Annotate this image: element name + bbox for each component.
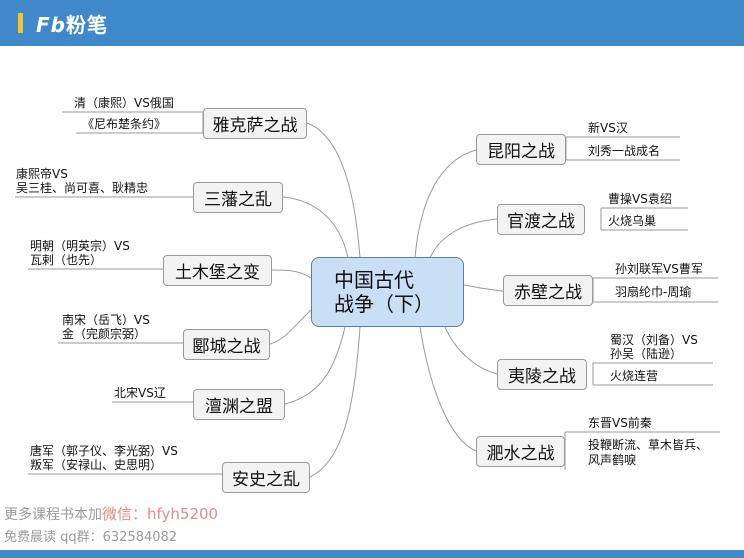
leaf-feishui-3: 风声鹤唳 xyxy=(588,453,637,467)
leaf-feishui-1: 东晋VS前秦 xyxy=(588,416,652,430)
leaf-tumubao-1: 明朝（明英宗）VS xyxy=(30,239,130,253)
watermark-wechat-id: 微信：hfyh5200 xyxy=(102,505,219,523)
branch-guandu: 官渡之战 xyxy=(497,204,585,235)
leaf-kunyang-2: 刘秀一战成名 xyxy=(588,144,661,158)
header-accent xyxy=(18,13,23,33)
branch-yiling: 夷陵之战 xyxy=(497,359,587,390)
edge-center-chibi xyxy=(463,284,504,292)
leaf-yiling-2: 孙吴（陆逊） xyxy=(610,347,683,361)
edge-center-guandu xyxy=(429,218,498,259)
leaf-yiling-3: 火烧连营 xyxy=(610,369,659,383)
edge-center-tumubao xyxy=(271,269,312,279)
leaf-yakesa-2: 《尼布楚条约》 xyxy=(82,117,167,131)
leaf-chanyuan-1: 北宋VS辽 xyxy=(114,386,166,400)
branch-anshi: 安史之乱 xyxy=(222,462,310,493)
edge-center-kunyang xyxy=(414,149,477,259)
leaf-guandu-1: 曹操VS袁绍 xyxy=(608,192,672,206)
leaf-line-guandu xyxy=(600,207,688,231)
watermark-prefix: 更多课程书本加 xyxy=(4,507,102,523)
logo-text: 粉笔 xyxy=(65,13,108,37)
center-title-line1: 中国古代 xyxy=(334,268,414,292)
leaf-sanfan-2: 吴三桂、尚可喜、耿精忠 xyxy=(16,181,149,195)
branch-kunyang: 昆阳之战 xyxy=(476,134,566,165)
leaf-line-chibi xyxy=(592,277,718,303)
leaf-line-yiling xyxy=(592,362,713,386)
branch-yakesa: 雅克萨之战 xyxy=(203,108,307,139)
footer-bar xyxy=(0,550,744,558)
center-topic: 中国古代 战争（下） xyxy=(311,257,464,327)
leaf-yancheng-2: 金（完颜宗弼） xyxy=(62,327,147,341)
leaf-yakesa-1: 清（康熙）VS俄国 xyxy=(74,96,174,110)
edge-center-anshi xyxy=(309,326,361,478)
watermark-wechat: 更多课程书本加微信：hfyh5200 xyxy=(4,503,218,524)
leaf-feishui-2: 投鞭断流、草木皆兵、 xyxy=(588,438,709,452)
branch-chibi: 赤壁之战 xyxy=(503,275,593,306)
edge-center-yiling xyxy=(444,326,498,375)
branch-tumubao: 土木堡之变 xyxy=(163,255,272,286)
leaf-yiling-1: 蜀汉（刘备）VS xyxy=(610,333,698,347)
edge-center-feishui xyxy=(419,326,477,452)
leaf-line-kunyang xyxy=(565,136,680,161)
leaf-chibi-2: 羽扇纶巾-周瑜 xyxy=(615,285,692,299)
branch-chanyuan: 澶渊之盟 xyxy=(193,389,285,420)
edge-center-chanyuan xyxy=(284,326,346,405)
leaf-kunyang-1: 新VS汉 xyxy=(588,121,628,135)
leaf-guandu-2: 火烧乌巢 xyxy=(608,214,657,228)
leaf-tumubao-2: 瓦剌（也先） xyxy=(30,253,103,267)
edge-center-yakesa xyxy=(306,122,361,259)
leaf-chibi-1: 孙刘联军VS曹军 xyxy=(615,262,703,276)
leaf-sanfan-1: 康熙帝VS xyxy=(16,167,68,181)
watermark-qq: 免费晨读 qq群：632584082 xyxy=(4,530,178,545)
branch-feishui: 淝水之战 xyxy=(476,436,565,467)
branch-yancheng: 郾城之战 xyxy=(183,329,270,360)
header-bar: Fb粉笔 xyxy=(0,0,744,46)
brand-logo: Fb粉笔 xyxy=(36,9,108,38)
edge-center-yancheng xyxy=(269,309,312,345)
leaf-yancheng-1: 南宋（岳飞）VS xyxy=(62,313,150,327)
edge-center-sanfan xyxy=(282,196,349,259)
leaf-line-feishui xyxy=(564,431,720,470)
leaf-anshi-1: 唐军（郭子仪、李光弼）VS xyxy=(30,444,178,458)
leaf-anshi-2: 叛军（安禄山、史思明） xyxy=(30,458,163,472)
logo-mark: Fb xyxy=(36,13,66,37)
center-title-line2: 战争（下） xyxy=(334,292,434,316)
branch-sanfan: 三藩之乱 xyxy=(193,182,283,213)
